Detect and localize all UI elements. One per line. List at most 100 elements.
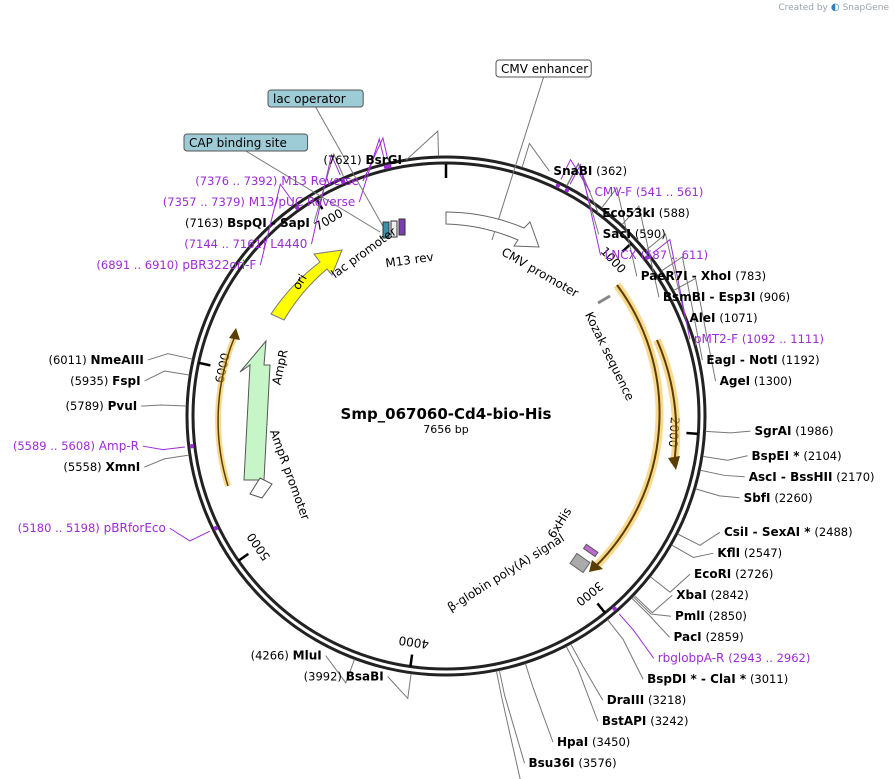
primer-label[interactable]: pMT2-F (1092 .. 1111) xyxy=(694,332,824,346)
primer-leader xyxy=(652,238,691,340)
primer-leader xyxy=(142,445,185,451)
primer-mark xyxy=(189,443,194,449)
boxed-feature-label[interactable]: lac operator xyxy=(273,92,346,106)
primer-leader xyxy=(169,527,210,542)
ampr-promoter-label: AmpR promoter xyxy=(267,427,313,521)
ruler-label: 5000 xyxy=(244,530,273,563)
labels-layer: (7621) BsrGI SnaBI (362) Eco53kI (588) SacI… xyxy=(13,59,875,779)
primer-leader xyxy=(569,163,602,256)
boxed-feature-box xyxy=(267,89,364,108)
enzyme-site-label[interactable]: CsiI - SexAI * (2488) xyxy=(724,525,853,539)
enzyme-site-label[interactable]: EcoRI (2726) xyxy=(694,567,773,581)
enzyme-site-label[interactable]: Eco53kI (588) xyxy=(602,206,689,220)
primer-label[interactable]: LNCX (587 .. 611) xyxy=(605,248,709,262)
site-leader xyxy=(621,205,660,298)
primer-leader xyxy=(618,613,655,659)
enzyme-site-label[interactable]: (3992) BsaBI xyxy=(304,670,384,684)
feature-arrows xyxy=(215,211,681,574)
primer-leader xyxy=(358,137,385,203)
enzyme-site-label[interactable]: (4266) MluI xyxy=(251,649,322,663)
primer-leader xyxy=(362,136,389,182)
ruler-label: 4000 xyxy=(398,633,430,651)
enzyme-site-label[interactable]: HpaI (3450) xyxy=(557,735,630,749)
left-orange-arrowhead xyxy=(229,328,240,340)
enzyme-site-label[interactable]: DraIII (3218) xyxy=(607,693,686,707)
site-leader xyxy=(521,142,550,172)
boxed-feature-label[interactable]: CAP binding site xyxy=(189,136,287,150)
enzyme-site-label[interactable]: (5558) XmnI xyxy=(63,460,140,474)
enzyme-site-label[interactable]: KflI (2547) xyxy=(717,546,782,560)
primer-mark xyxy=(612,606,617,611)
ampr-arrow[interactable] xyxy=(239,339,271,481)
primer-label[interactable]: (6891 .. 6910) pBR322ori-F xyxy=(96,258,256,272)
kozak-marker xyxy=(597,294,611,305)
brand-created-by: Created by xyxy=(778,2,828,13)
ruler-tick xyxy=(596,602,606,614)
snapgene-logo-icon: ◐ xyxy=(830,2,840,13)
cmv-promoter-arrow[interactable] xyxy=(445,211,540,248)
site-leader xyxy=(695,488,740,499)
primer-label[interactable]: (5589 .. 5608) Amp-R xyxy=(13,439,139,453)
enzyme-site-label[interactable]: BstAPI (3242) xyxy=(602,714,689,728)
enzyme-site-label[interactable]: SbfI (2260) xyxy=(744,491,813,505)
cmv-promoter-label: CMV promoter xyxy=(499,245,581,300)
primer-label[interactable]: (7376 .. 7392) M13 Reverse xyxy=(195,174,359,188)
enzyme-site-label[interactable]: SgrAI (1986) xyxy=(755,424,834,438)
plasmid-size: 7656 bp xyxy=(423,423,468,436)
site-leader xyxy=(601,186,638,277)
ampr-promoter-arrow[interactable] xyxy=(249,477,273,499)
his-tag-box[interactable] xyxy=(582,543,599,558)
backbone-outer xyxy=(185,155,707,677)
ruler-label: 3000 xyxy=(573,579,606,609)
cds2-arc-line[interactable] xyxy=(656,339,678,465)
enzyme-site-label[interactable]: EagI - NotI (1192) xyxy=(706,353,819,367)
enzyme-site-label[interactable]: PacI (2859) xyxy=(674,630,744,644)
m13-rev-box[interactable] xyxy=(398,218,406,236)
enzyme-site-label[interactable]: AleI (1071) xyxy=(689,311,757,325)
lac-operator-box[interactable] xyxy=(390,220,398,238)
ori-arrow[interactable] xyxy=(270,249,343,321)
primer-mark xyxy=(340,179,346,184)
primer-label[interactable]: CMV-F (541 .. 561) xyxy=(595,185,704,199)
site-leader xyxy=(405,130,440,161)
enzyme-site-label[interactable]: (7163) BspQI - SapI xyxy=(185,216,310,230)
leader-lines xyxy=(141,76,751,779)
primer-label[interactable]: rbglobpA-R (2943 .. 2962) xyxy=(658,651,811,665)
polya-box[interactable] xyxy=(569,552,591,574)
site-leader xyxy=(673,277,717,382)
enzyme-site-label[interactable]: (7621) BsrGI xyxy=(323,153,402,167)
enzyme-site-label[interactable]: AscI - BssHII (2170) xyxy=(749,470,875,484)
brand-name: SnapGene xyxy=(842,2,889,13)
left-orange-line xyxy=(217,335,236,487)
enzyme-site-label[interactable]: PmlI (2850) xyxy=(675,609,747,623)
enzyme-site-label[interactable]: PaeR7I - XhoI (783) xyxy=(641,269,766,283)
enzyme-site-label[interactable]: (5789) PvuI xyxy=(66,399,138,413)
boxed-feature-box xyxy=(183,133,309,152)
primer-label[interactable]: (7357 .. 7379) M13/pUC Reverse xyxy=(163,195,355,209)
site-leader xyxy=(607,619,644,680)
backbone-inner xyxy=(191,161,701,671)
enzyme-site-label[interactable]: BsmBI - Esp3I (906) xyxy=(663,290,790,304)
cap-site-box[interactable] xyxy=(382,221,390,239)
enzyme-site-label[interactable]: AgeI (1300) xyxy=(720,374,793,388)
site-leader xyxy=(141,404,187,407)
enzyme-site-label[interactable]: (6011) NmeAIII xyxy=(48,353,143,367)
enzyme-site-label[interactable]: BspDI * - ClaI * (3011) xyxy=(647,672,788,686)
enzyme-site-label[interactable]: Bsu36I (3576) xyxy=(529,756,617,770)
enzyme-site-label[interactable]: SacI (590) xyxy=(603,227,666,241)
primer-mark xyxy=(294,205,300,210)
ruler-tick xyxy=(237,552,250,562)
enzyme-site-label[interactable]: (5935) FspI xyxy=(70,374,140,388)
site-leader xyxy=(313,152,345,224)
boxed-feature-label[interactable]: CMV enhancer xyxy=(501,62,588,76)
enzyme-site-label[interactable]: SnaBI (362) xyxy=(553,164,627,178)
cds-arc-line[interactable] xyxy=(595,284,661,567)
enzyme-site-label[interactable]: EcoRV (3590) xyxy=(525,777,609,779)
ampr-label: AmpR xyxy=(270,348,291,386)
primer-label[interactable]: (7144 .. 7161) L4440 xyxy=(184,237,307,251)
enzyme-site-label[interactable]: BspEI * (2104) xyxy=(752,449,842,463)
boxed-feature-leader xyxy=(245,150,381,233)
primer-leader xyxy=(310,153,341,245)
primer-label[interactable]: (5180 .. 5198) pBRforEco xyxy=(18,521,166,535)
enzyme-site-label[interactable]: XbaI (2842) xyxy=(676,588,748,602)
